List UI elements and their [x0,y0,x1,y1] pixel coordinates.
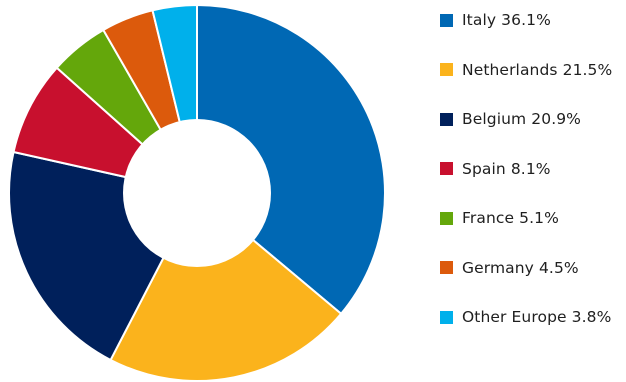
legend-item-italy[interactable]: Italy 36.1% [440,8,551,32]
legend-label-spain: Spain 8.1% [462,159,551,178]
legend-label-france: France 5.1% [462,209,559,227]
legend-swatch-other-europe [440,310,453,324]
legend-label-germany: Germany 4.5% [462,258,579,277]
legend-swatch-belgium [440,112,453,126]
legend-label-netherlands: Netherlands 21.5% [462,60,613,79]
legend-item-spain[interactable]: Spain 8.1% [440,157,551,181]
legend-swatch-italy [440,13,453,27]
legend-item-netherlands[interactable]: Netherlands 21.5% [440,58,612,82]
legend-item-germany[interactable]: Germany 4.5% [440,256,579,280]
legend-label-other-europe: Other Europe 3.8% [462,308,612,326]
legend-label-italy: Italy 36.1% [462,11,551,29]
legend-swatch-germany [440,261,453,274]
legend-swatch-netherlands [440,63,453,76]
legend-item-belgium[interactable]: Belgium 20.9% [440,107,581,131]
slice-italy[interactable] [196,4,386,315]
donut-hole [123,119,271,267]
legend-swatch-spain [440,162,453,175]
slice-netherlands[interactable] [109,192,343,382]
legend-label-belgium: Belgium 20.9% [462,110,582,128]
legend-item-france[interactable]: France 5.1% [440,206,559,230]
legend-item-other-europe[interactable]: Other Europe 3.8% [440,305,611,329]
legend-swatch-france [440,211,453,225]
